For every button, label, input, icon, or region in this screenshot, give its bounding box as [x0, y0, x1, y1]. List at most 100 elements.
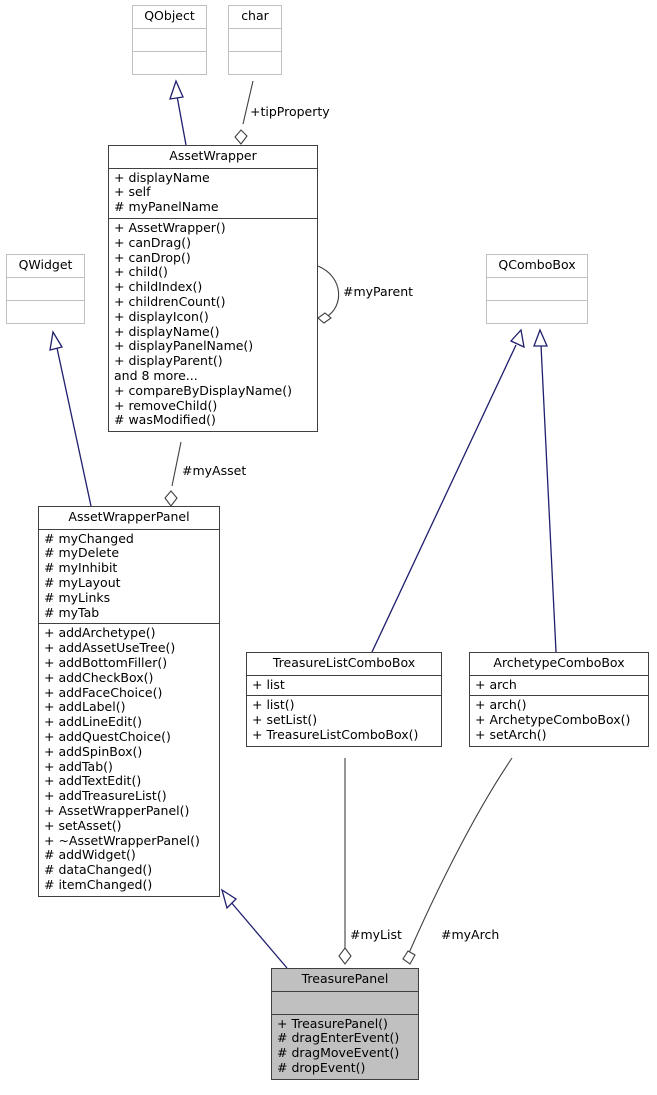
- member-row: # myDelete: [44, 545, 120, 561]
- member-row: + AssetWrapperPanel(): [44, 802, 190, 818]
- member-row: # dropEvent(): [277, 1059, 366, 1075]
- edge-assetwrapper-inherits-qobject: [169, 79, 187, 146]
- member-row: + addArchetype(): [44, 625, 156, 641]
- class-node-treasurepanel[interactable]: TreasurePanel + TreasurePanel()# dragEnt…: [271, 968, 419, 1080]
- member-row: # addWidget(): [44, 847, 136, 863]
- class-node-qwidget[interactable]: QWidget: [6, 254, 85, 324]
- class-title-treasurepanel: TreasurePanel: [301, 971, 389, 986]
- member-row: # myLayout: [44, 574, 121, 590]
- member-row: + childIndex(): [114, 279, 203, 295]
- edge-label-mylist: #myList: [350, 927, 402, 942]
- member-row: + list(): [252, 697, 295, 713]
- divider: [229, 27, 281, 29]
- member-row: + addFaceChoice(): [44, 684, 163, 700]
- member-row: # itemChanged(): [44, 876, 153, 892]
- member-row: + self: [114, 184, 151, 200]
- operations-compartment: [229, 52, 281, 74]
- edge-label-myarch: #myArch: [441, 927, 500, 942]
- attributes-compartment: [7, 278, 84, 300]
- class-node-qcombobox[interactable]: QComboBox: [486, 254, 588, 324]
- attributes-compartment: # myChanged# myDelete# myInhibit# myLayo…: [39, 530, 219, 624]
- member-row: + displayName(): [114, 323, 220, 339]
- member-row: + setArch(): [475, 726, 547, 742]
- attributes-compartment: [133, 29, 206, 51]
- member-row: # wasModified(): [114, 412, 216, 428]
- member-row: + setList(): [252, 712, 318, 728]
- member-row: + TreasureListComboBox(): [252, 726, 419, 742]
- class-title-qwidget: QWidget: [18, 257, 73, 272]
- operations-compartment: [133, 52, 206, 74]
- member-row: + compareByDisplayName(): [114, 382, 292, 398]
- class-node-assetwrapperpanel[interactable]: AssetWrapperPanel # myChanged# myDelete#…: [38, 506, 220, 897]
- class-title-assetwrapperpanel: AssetWrapperPanel: [68, 509, 190, 524]
- edge-treasurelistcombobox-inherits-qcombobox: [371, 328, 525, 653]
- member-row: + displayName: [114, 169, 210, 185]
- edge-treasurepanel-inherits-assetwrapperpanel: [220, 888, 288, 969]
- class-title-treasurelistcombobox: TreasureListComboBox: [272, 655, 416, 670]
- edge-assetwrapperpanel-inherits-qwidget: [49, 330, 92, 507]
- operations-compartment: + arch()+ ArchetypeComboBox()+ setArch(): [470, 696, 648, 745]
- divider: [470, 674, 648, 676]
- member-row: + displayParent(): [114, 353, 223, 369]
- divider: [39, 623, 219, 625]
- divider: [109, 217, 317, 219]
- attributes-compartment: + list: [247, 676, 441, 696]
- member-row: # dragMoveEvent(): [277, 1045, 400, 1061]
- member-row: + setAsset(): [44, 817, 122, 833]
- member-row: + arch(): [475, 697, 527, 713]
- member-row: + displayPanelName(): [114, 338, 254, 354]
- edge-label-myasset: #myAsset: [182, 463, 247, 478]
- member-row: + childrenCount(): [114, 293, 226, 309]
- attributes-compartment: [487, 278, 587, 300]
- operations-compartment: + TreasurePanel()# dragEnterEvent()# dra…: [272, 1015, 418, 1079]
- member-row: + addAssetUseTree(): [44, 640, 176, 656]
- divider: [247, 695, 441, 697]
- member-row: # dataChanged(): [44, 862, 153, 878]
- member-row: + canDrop(): [114, 249, 191, 265]
- divider: [487, 276, 587, 278]
- member-row: + addQuestChoice(): [44, 728, 171, 744]
- divider: [487, 299, 587, 301]
- class-title-qobject: QObject: [144, 8, 195, 23]
- member-row: + addCheckBox(): [44, 669, 154, 685]
- member-row: # myLinks: [44, 589, 111, 605]
- operations-compartment: + AssetWrapper()+ canDrag()+ canDrop()+ …: [109, 219, 317, 431]
- member-row: + removeChild(): [114, 397, 218, 413]
- class-node-char[interactable]: char: [228, 5, 282, 75]
- divider: [247, 674, 441, 676]
- class-title-char: char: [241, 8, 269, 23]
- divider: [39, 528, 219, 530]
- member-row: + ArchetypeComboBox(): [475, 712, 631, 728]
- member-row: # myPanelName: [114, 199, 219, 215]
- divider: [7, 276, 84, 278]
- edge-label-tipproperty: +tipProperty: [250, 104, 330, 119]
- member-row: # myTab: [44, 604, 100, 620]
- member-row: + child(): [114, 264, 168, 280]
- member-row: and 8 more...: [114, 367, 198, 383]
- class-title-qcombobox: QComboBox: [498, 257, 576, 272]
- member-row: + addBottomFiller(): [44, 654, 168, 670]
- attributes-compartment: + displayName+ self# myPanelName: [109, 169, 317, 218]
- divider: [7, 299, 84, 301]
- class-node-archetypecombobox[interactable]: ArchetypeComboBox + arch + arch()+ Arche…: [469, 652, 649, 747]
- divider: [109, 167, 317, 169]
- class-title-assetwrapper: AssetWrapper: [169, 148, 257, 163]
- attributes-compartment: [229, 29, 281, 51]
- class-node-assetwrapper[interactable]: AssetWrapper + displayName+ self# myPane…: [108, 145, 318, 433]
- member-row: + list: [252, 676, 285, 692]
- member-row: + ~AssetWrapperPanel(): [44, 832, 200, 848]
- class-node-qobject[interactable]: QObject: [132, 5, 207, 75]
- member-row: + canDrag(): [114, 234, 192, 250]
- divider: [229, 50, 281, 52]
- class-node-treasurelistcombobox[interactable]: TreasureListComboBox + list + list()+ se…: [246, 652, 442, 747]
- member-row: + arch: [475, 676, 517, 692]
- divider: [133, 50, 206, 52]
- edge-archetypecombobox-inherits-qcombobox: [533, 328, 557, 653]
- divider: [470, 695, 648, 697]
- member-row: + addSpinBox(): [44, 743, 143, 759]
- divider: [272, 990, 418, 992]
- member-row: + TreasurePanel(): [277, 1015, 388, 1031]
- divider: [133, 27, 206, 29]
- member-row: + addLabel(): [44, 699, 126, 715]
- member-row: # myChanged: [44, 530, 134, 546]
